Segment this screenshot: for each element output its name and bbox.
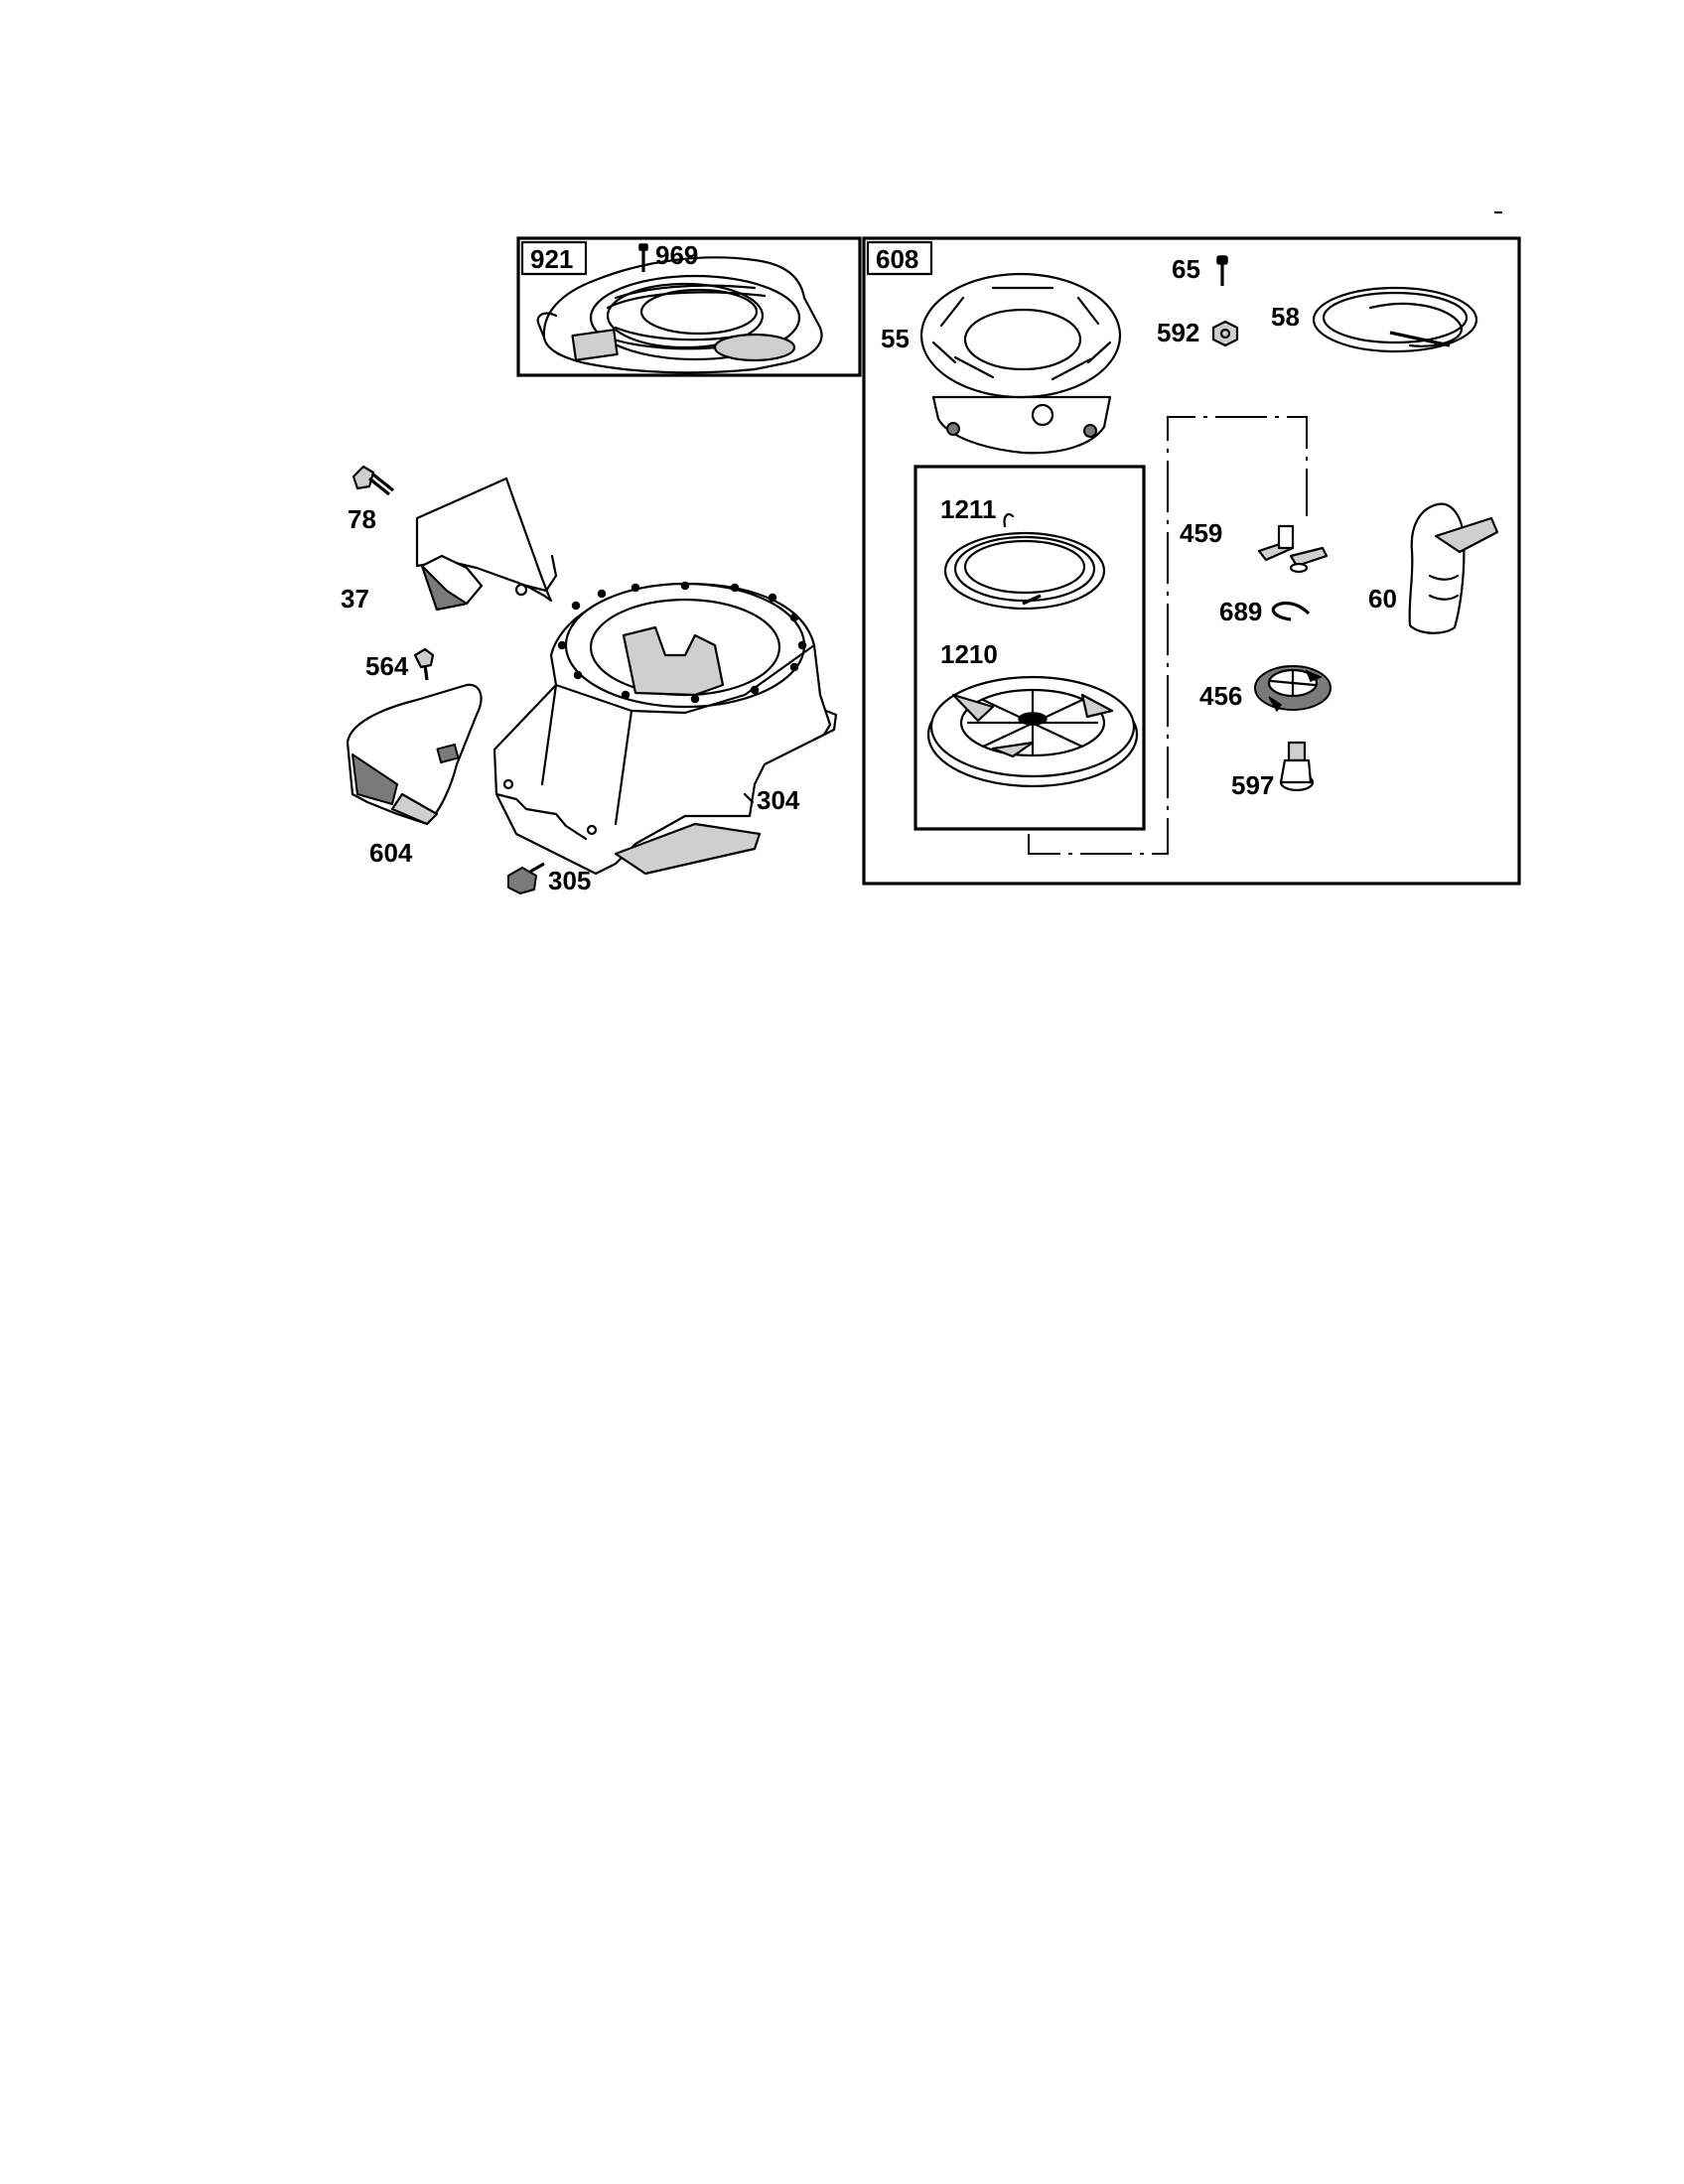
part-label-969: 969 bbox=[655, 240, 698, 270]
part-label-604: 604 bbox=[369, 838, 413, 868]
screw-65-icon bbox=[1216, 255, 1228, 286]
part-label-65: 65 bbox=[1172, 254, 1200, 284]
starter-handle-60 bbox=[1408, 502, 1499, 634]
assembly-tag-921: 921 bbox=[530, 244, 573, 274]
rewind-spring bbox=[943, 512, 1106, 611]
shroud-badge bbox=[571, 329, 619, 361]
assembly-tag-608: 608 bbox=[876, 244, 918, 274]
screw-564-icon bbox=[413, 647, 435, 681]
part-label-78: 78 bbox=[348, 504, 376, 534]
nut-592-icon bbox=[1211, 320, 1239, 347]
part-label-1211: 1211 bbox=[940, 494, 996, 524]
assembly-box-608 bbox=[862, 236, 1521, 886]
part-label-456: 456 bbox=[1199, 681, 1242, 711]
part-label-55: 55 bbox=[881, 324, 910, 353]
pawl-459 bbox=[1257, 524, 1329, 574]
leader-line-304 bbox=[743, 792, 755, 804]
blower-housing-304 bbox=[492, 581, 838, 876]
part-label-305: 305 bbox=[548, 866, 591, 895]
part-label-1210: 1210 bbox=[940, 639, 998, 669]
part-label-597: 597 bbox=[1231, 770, 1274, 800]
part-label-37: 37 bbox=[341, 584, 369, 614]
assembly-bracket-line bbox=[1028, 416, 1308, 855]
part-label-58: 58 bbox=[1271, 302, 1300, 332]
starter-rope bbox=[1312, 286, 1478, 353]
part-label-689: 689 bbox=[1219, 597, 1262, 626]
screw-305-icon bbox=[507, 862, 545, 894]
part-label-592: 592 bbox=[1157, 318, 1199, 347]
starter-pulley bbox=[926, 675, 1139, 788]
lower-guard-604 bbox=[346, 683, 483, 826]
assembly-tag-921-frame bbox=[520, 240, 588, 276]
shroud-cover bbox=[536, 256, 823, 374]
bolt-78-icon bbox=[351, 465, 394, 496]
part-label-60: 60 bbox=[1368, 584, 1397, 614]
shaft-597 bbox=[1279, 741, 1315, 792]
part-label-304: 304 bbox=[757, 785, 800, 815]
assembly-tag-608-frame bbox=[866, 240, 933, 276]
starter-housing bbox=[919, 272, 1122, 455]
part-label-564: 564 bbox=[365, 651, 409, 681]
air-guide-37 bbox=[415, 477, 558, 612]
retainer-clip-689 bbox=[1271, 601, 1311, 621]
screw-969-icon bbox=[638, 243, 648, 272]
ratchet-456 bbox=[1254, 665, 1332, 713]
assembly-box-921 bbox=[516, 236, 862, 377]
pulley-subassembly-box bbox=[913, 465, 1146, 831]
part-label-459: 459 bbox=[1180, 518, 1222, 548]
